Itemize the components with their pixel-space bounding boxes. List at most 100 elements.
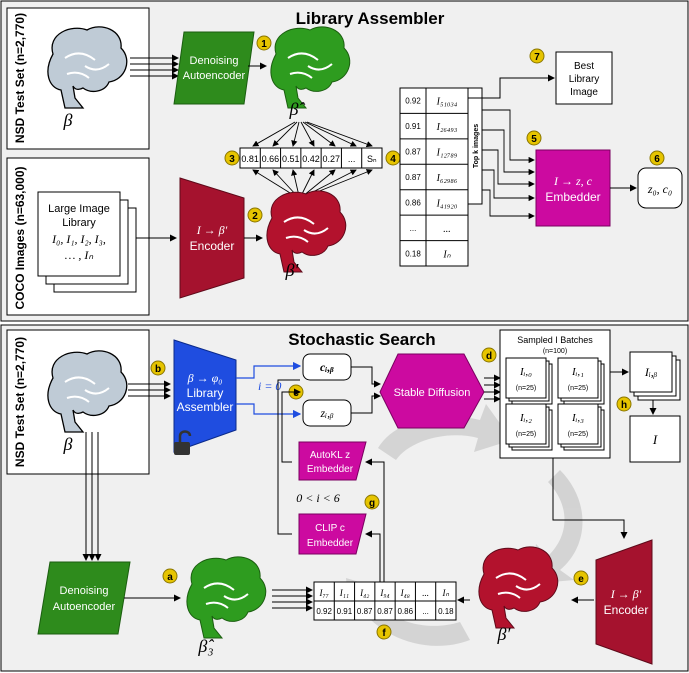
table-image: I₄₈ <box>400 588 410 598</box>
autokl-embedder <box>298 441 367 481</box>
clip-embedder <box>298 513 367 555</box>
beta-label-top: β <box>63 110 73 130</box>
sampled-n: (n=100) <box>543 348 567 355</box>
step-6-badge <box>649 150 665 166</box>
step-d-badge <box>481 347 497 363</box>
clip-line2: Embedder <box>307 538 354 549</box>
table-score: 0.87 <box>377 607 393 616</box>
library-line3: I₀, I₁, I₂, I₃, <box>51 232 106 246</box>
library-line4: … , Iₙ <box>65 248 94 262</box>
step-g-label: g <box>369 498 375 509</box>
beta-hat-to-scores-arrows <box>252 121 373 148</box>
c-ib-label: cᵢ,ᵦ <box>320 360 334 374</box>
beta3-label: β̂₃ <box>197 636 214 656</box>
library-assembler-title: Library Assembler <box>296 9 445 28</box>
final-image-label: I <box>652 432 658 447</box>
to-best-image-arrow <box>468 74 555 99</box>
step-1-badge <box>256 35 272 51</box>
library-line2: Library <box>62 217 96 229</box>
denoise-bottom-line2: Autoencoder <box>53 601 116 613</box>
step-a-label: a <box>167 572 173 583</box>
batches-to-encoder-arrow <box>552 458 628 539</box>
beta-label-bottom: β <box>63 434 73 454</box>
step-f-badge <box>376 624 392 640</box>
ranked-image: I₂₆₄₉₃ <box>436 122 458 133</box>
brain-beta-icon <box>47 26 128 109</box>
embedder-label: Embedder <box>545 190 600 204</box>
batch-card <box>557 403 599 445</box>
beta-prime-label-bottom: β′ <box>497 624 512 644</box>
batch-label: Iᵢ,₁ <box>571 366 584 378</box>
library-assembler-block <box>173 339 237 453</box>
encoder-top-eq: I → β′ <box>196 223 228 237</box>
brain-beta-icon-bottom <box>47 350 128 433</box>
denoise-top-line1: Denoising <box>190 55 239 67</box>
step-1-label: 1 <box>261 39 267 50</box>
batch-n: (n=25) <box>568 431 588 438</box>
topk-to-embedder-arrows <box>482 109 535 220</box>
z-ib-label: zᵢ,ᵦ <box>320 406 335 420</box>
table-score: ... <box>422 607 429 616</box>
best-batch-stack: Iᵢ,ᵦ <box>629 351 681 401</box>
batch-label: Iᵢ,₃ <box>571 412 584 424</box>
step-5-badge <box>526 130 542 146</box>
ranked-score: 0.87 <box>405 173 421 182</box>
table-image: I₇₇ <box>319 588 329 598</box>
best-library-image-box <box>555 51 613 105</box>
nsd-label-top: NSD Test Set (n=2,770) <box>13 13 27 143</box>
z0-c0-output <box>637 167 683 209</box>
batch-label: Iᵢ,₀ <box>519 366 532 378</box>
autokl-line2: Embedder <box>307 464 354 475</box>
encoder-bottom-eq: I → β′ <box>610 587 642 601</box>
step-4-label: 4 <box>390 154 396 165</box>
best-line2: Library <box>569 74 600 85</box>
embedder-box <box>535 149 611 227</box>
c-to-sd-arrow <box>351 366 381 388</box>
step-h-badge <box>616 396 632 412</box>
sampled-title: Sampled I Batches <box>517 335 593 345</box>
ranked-score: 0.92 <box>405 97 421 106</box>
batch-cards: Iᵢ,₀(n=25)Iᵢ,₁(n=25)Iᵢ,₂(n=25)Iᵢ,₃(n=25) <box>505 357 605 451</box>
encoder-top <box>179 177 245 299</box>
beta3-to-table-arrows <box>272 586 313 612</box>
brain-beta-prime-icon-bottom <box>478 546 559 629</box>
table-image: Iₙ <box>442 588 450 598</box>
table-image: I₉₄ <box>379 588 389 598</box>
best-batch-label: Iᵢ,ᵦ <box>644 365 658 379</box>
embedder-eq: I → z, c <box>553 174 593 188</box>
score-cell: ... <box>348 154 356 164</box>
table-score: 0.86 <box>397 607 413 616</box>
denoise-top-line2: Autoencoder <box>183 70 246 82</box>
encoder-bottom <box>595 539 653 665</box>
top-k-label: Top k images <box>473 124 480 168</box>
brain-beta-prime-icon <box>266 190 347 273</box>
i-zero-label: i = 0 <box>258 379 281 393</box>
ranked-image: Iₙ <box>442 249 451 260</box>
ranked-score: 0.91 <box>405 122 421 131</box>
clip-to-c-arrow <box>277 379 300 535</box>
batch-card <box>505 357 547 399</box>
batch-n: (n=25) <box>516 385 536 392</box>
loop-condition: 0 < i < 6 <box>296 491 340 505</box>
brain-beta3-icon <box>186 556 267 639</box>
autokl-to-z-arrow <box>281 388 301 463</box>
assembler-eq: β → φ₀ <box>187 371 223 385</box>
step-f-label: f <box>382 628 386 639</box>
table-score: 0.91 <box>337 607 353 616</box>
library-line1: Large Image <box>48 203 110 215</box>
table-to-autokl-arrow <box>365 458 385 584</box>
step-3-label: 3 <box>229 154 235 165</box>
score-cell: Sₙ <box>367 154 377 164</box>
step-2-badge <box>247 207 263 223</box>
top-k-bracket <box>467 87 483 205</box>
assembler-line2: Assembler <box>177 400 234 414</box>
stochastic-search-title: Stochastic Search <box>288 330 435 349</box>
step-7-label: 7 <box>534 52 540 63</box>
table-to-clip-arrow <box>365 530 381 584</box>
sd-to-batches-arrows <box>484 374 501 403</box>
table-image: ... <box>422 588 429 598</box>
denoise-bottom-line1: Denoising <box>60 585 109 597</box>
final-image-box <box>629 415 681 463</box>
